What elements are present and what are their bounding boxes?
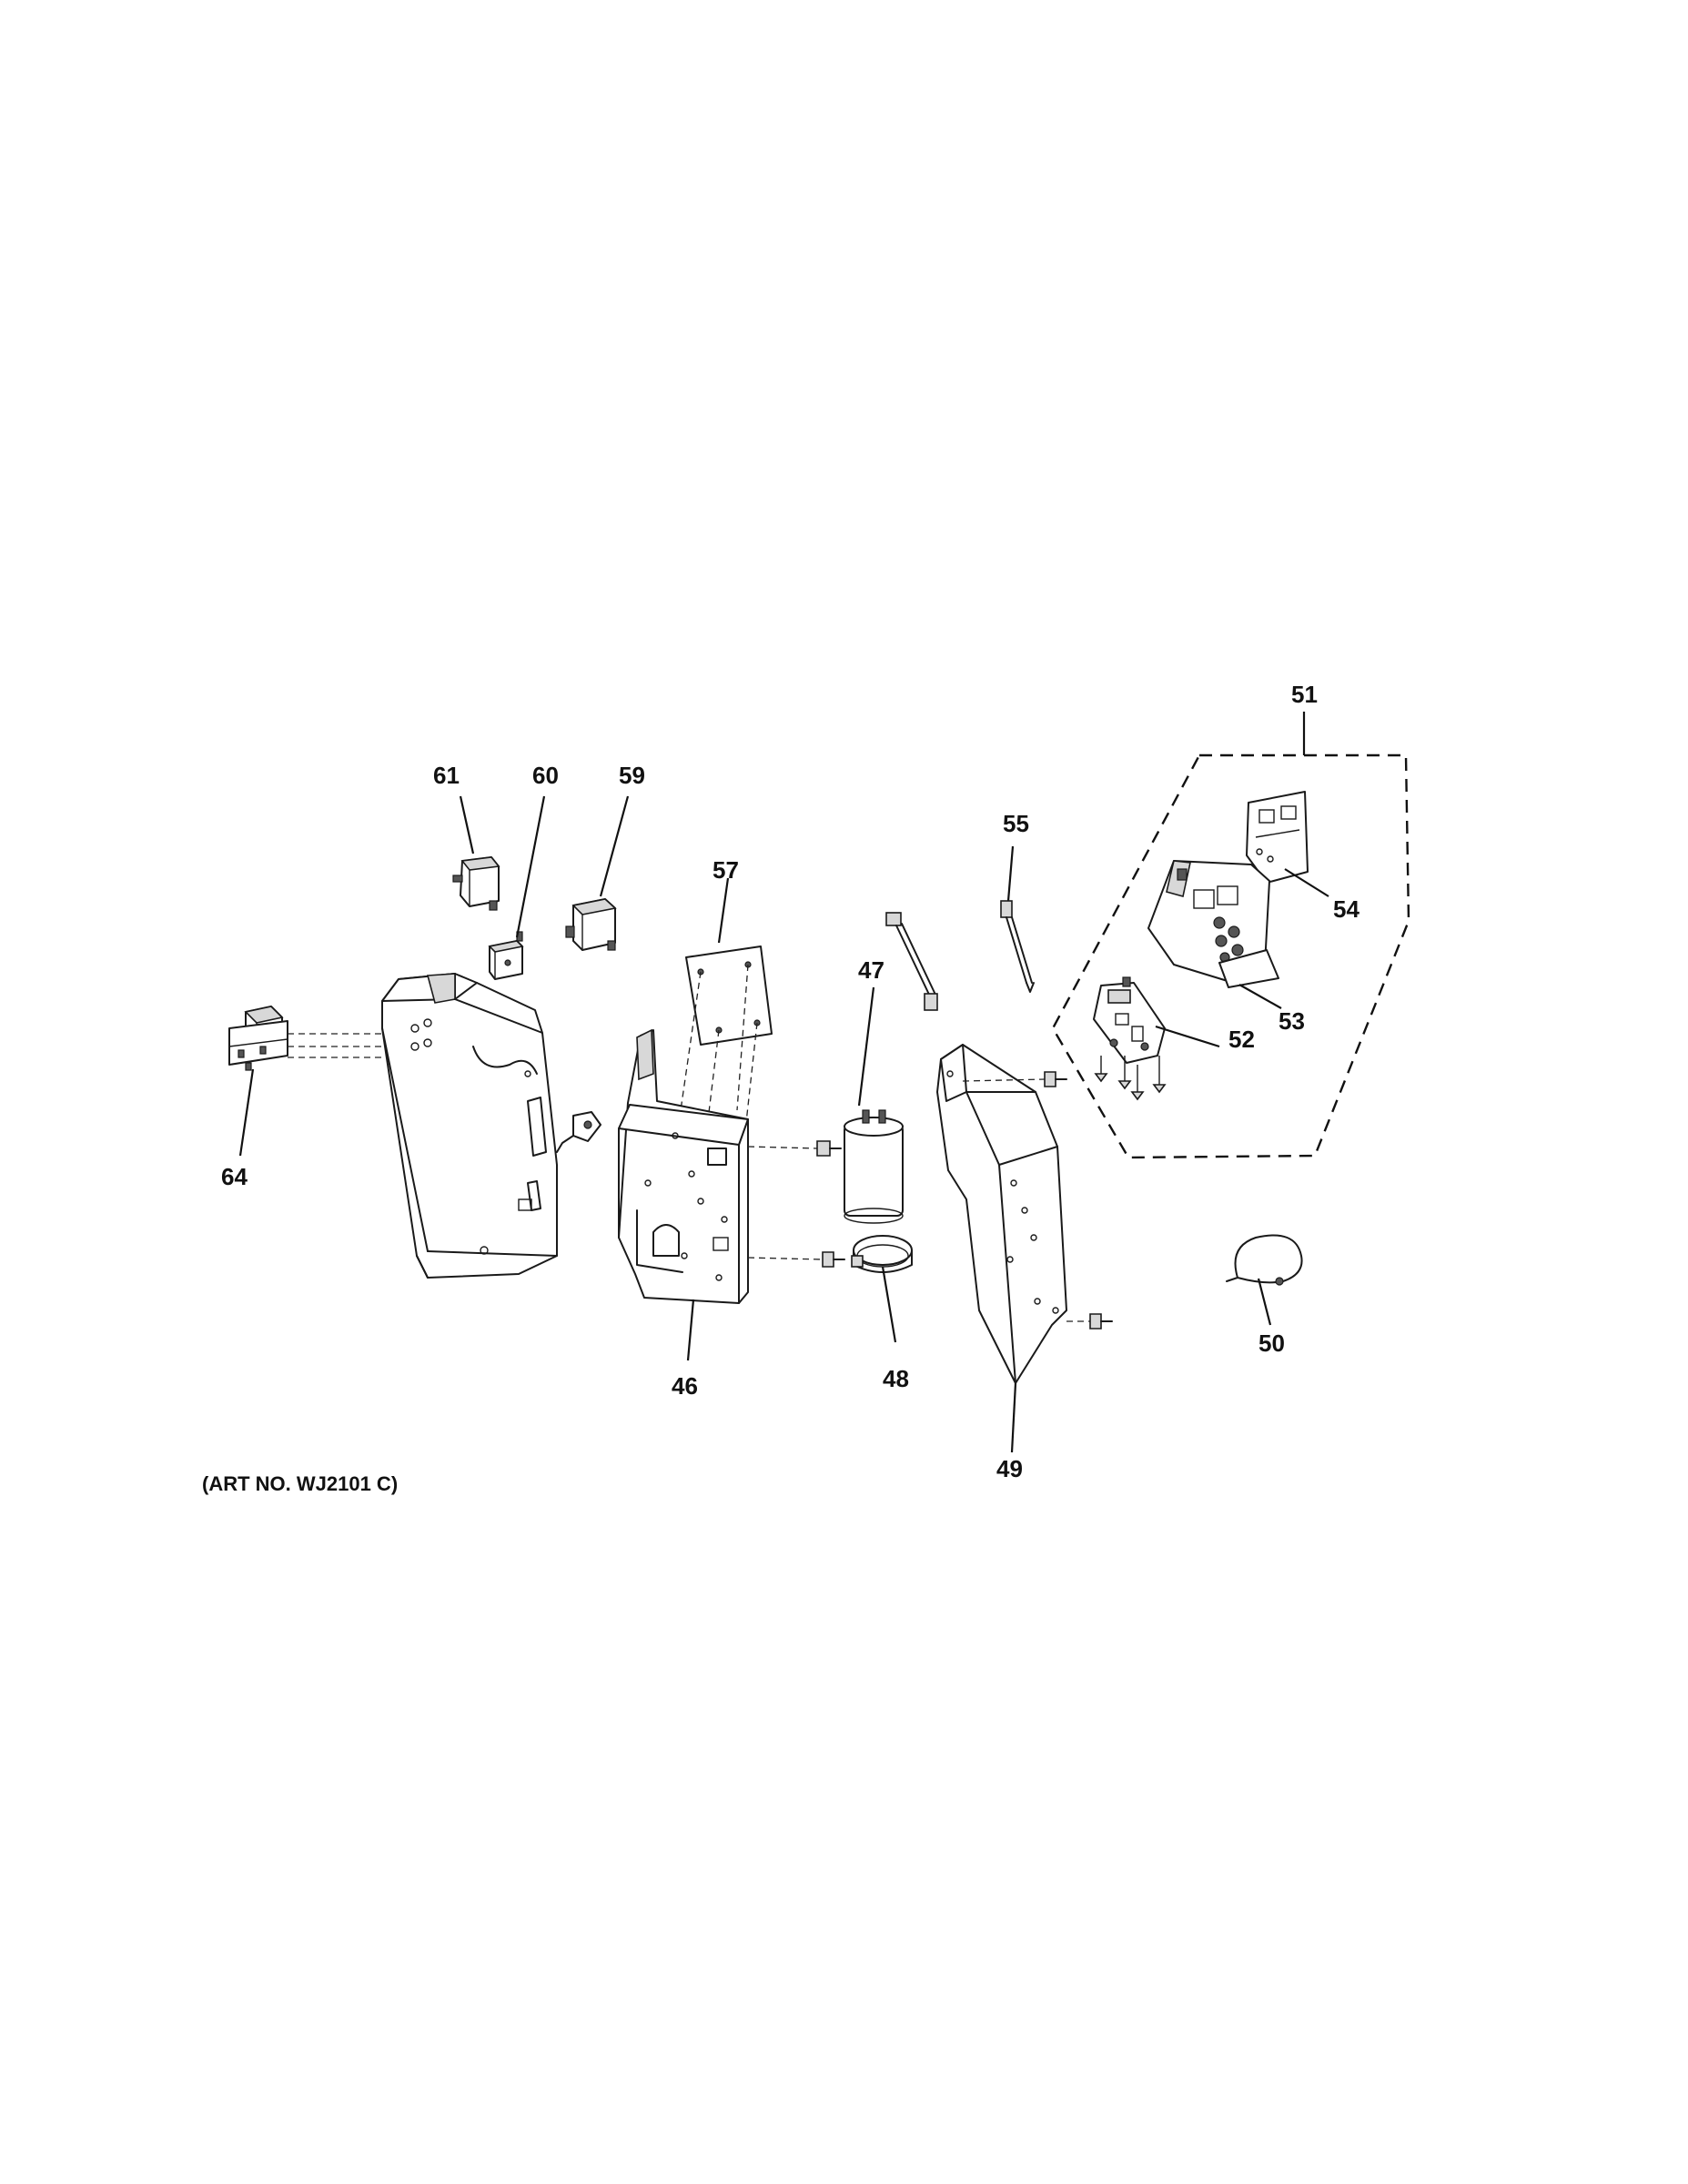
callout-54: 54 [1333,895,1359,923]
part-60-switch [488,795,546,980]
part-64-transformer [228,1006,428,1157]
screws-right [962,1071,1113,1330]
assembly-51-boundary [1051,712,1410,1159]
callout-48: 48 [883,1365,909,1392]
callout-47: 47 [858,956,884,984]
callout-46: 46 [672,1372,698,1400]
part-61-relay [452,795,500,911]
callout-labels: 51 61 60 59 55 57 54 47 53 52 64 50 46 4… [221,681,1359,1482]
callout-52: 52 [1228,1026,1255,1053]
callout-64: 64 [221,1163,248,1190]
callout-53: 53 [1279,1007,1305,1035]
part-59-relay [565,795,630,951]
part-53-control-housing [1147,860,1282,1009]
wire-clip [556,1111,601,1153]
callout-60: 60 [532,762,559,789]
part-57-insulation-sheet [680,877,773,1166]
callout-59: 59 [619,762,645,789]
left-control-box-enclosure [381,973,558,1279]
part-47-capacitor [844,986,904,1224]
callout-50: 50 [1258,1330,1285,1357]
part-55-sensor-probe [1000,845,1035,993]
callout-49: 49 [996,1455,1023,1482]
callout-61: 61 [433,762,460,789]
part-46-control-bracket [618,1028,749,1361]
part-49-cover [936,1044,1067,1453]
callout-57: 57 [713,856,739,884]
wire-harness-connector [885,912,938,1011]
callout-51: 51 [1291,681,1318,708]
part-48-capacitor-strap [851,1235,913,1343]
screws-left [747,1140,845,1268]
art-number: (ART NO. WJ2101 C) [202,1472,398,1495]
part-50-ground-wire [1226,1234,1303,1326]
part-54-overlay-label [1246,791,1329,897]
part-52-control-board [1093,976,1220,1101]
callout-55: 55 [1003,810,1029,837]
